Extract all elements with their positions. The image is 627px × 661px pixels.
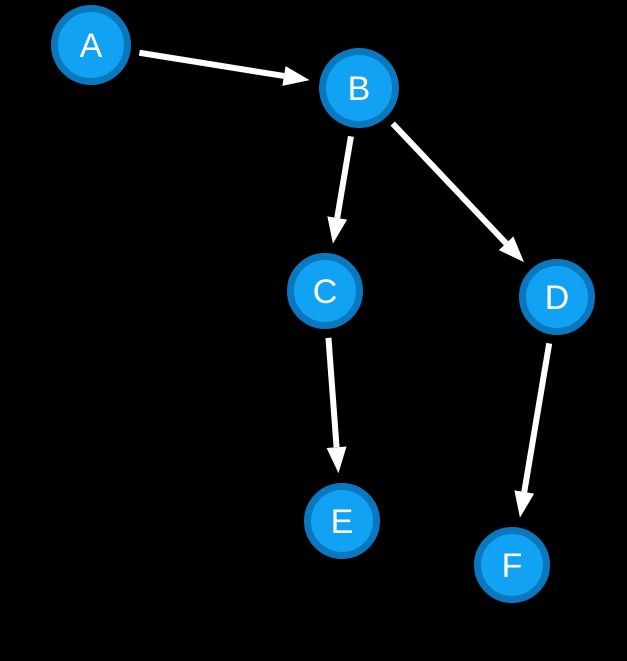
edge-a-to-b xyxy=(138,49,310,86)
arrowhead-icon xyxy=(326,446,347,474)
node-circle[interactable] xyxy=(319,48,399,128)
edge-c-to-e xyxy=(325,337,347,474)
node-circle[interactable] xyxy=(287,253,363,329)
graph-node-f[interactable]: F xyxy=(474,527,550,603)
arrowhead-icon xyxy=(282,66,310,86)
edge-b-to-c xyxy=(327,135,354,244)
graph-node-d[interactable]: D xyxy=(519,259,595,335)
edge-line xyxy=(390,121,509,246)
graph-node-a[interactable]: A xyxy=(51,5,131,85)
graph-node-c[interactable]: C xyxy=(287,253,363,329)
edge-line xyxy=(521,342,553,493)
edge-layer xyxy=(138,49,553,518)
edge-line xyxy=(325,337,340,448)
node-circle[interactable] xyxy=(519,259,595,335)
edge-line xyxy=(334,135,354,219)
graph-node-b[interactable]: B xyxy=(319,48,399,128)
graph-node-e[interactable]: E xyxy=(304,483,380,559)
arrowhead-icon xyxy=(514,490,535,518)
arrowhead-icon xyxy=(327,216,348,244)
arrowhead-icon xyxy=(498,236,524,263)
node-circle[interactable] xyxy=(474,527,550,603)
edge-line xyxy=(138,49,285,79)
node-circle[interactable] xyxy=(51,5,131,85)
edge-b-to-d xyxy=(390,121,524,263)
edge-d-to-f xyxy=(514,342,553,518)
node-circle[interactable] xyxy=(304,483,380,559)
